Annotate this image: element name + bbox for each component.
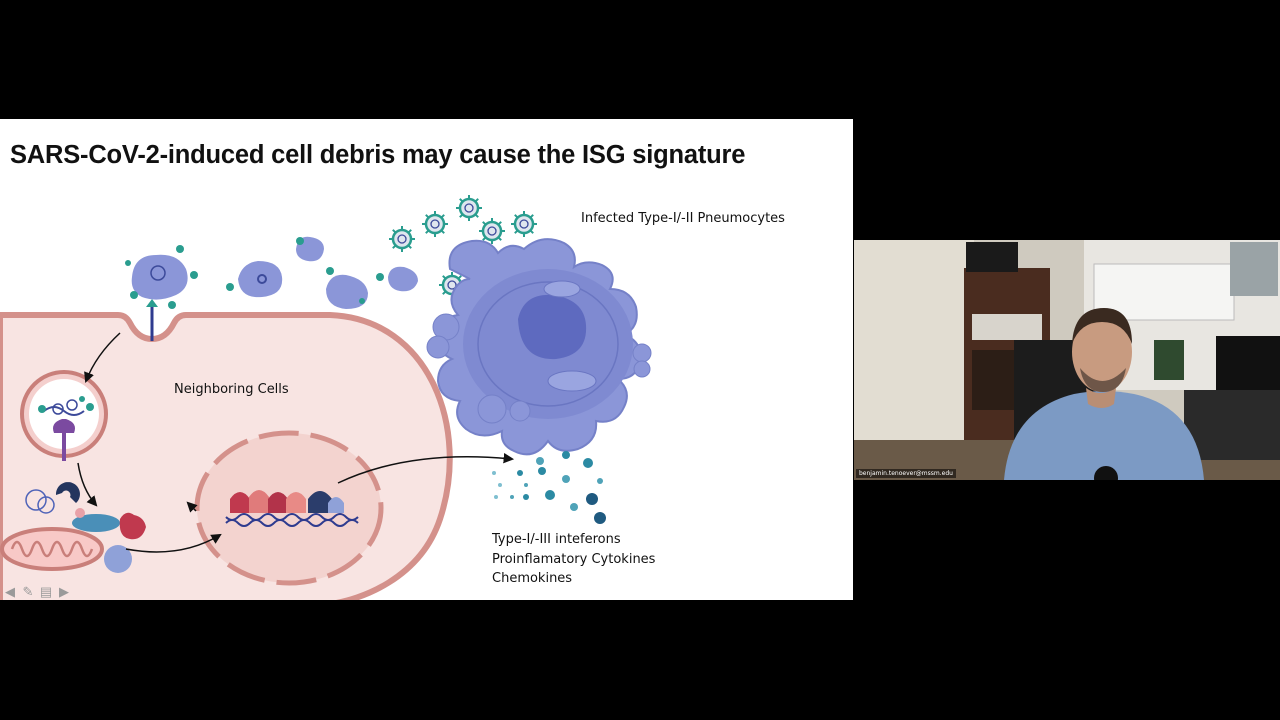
infected-cell [426, 238, 652, 456]
slide-controls: ◀ ✎ ▤ ▶ [2, 584, 72, 600]
slide-illustration [0, 193, 652, 600]
slide-title: SARS-CoV-2-induced cell debris may cause… [10, 141, 746, 169]
cell-debris [226, 236, 418, 309]
cytoplasm-components [0, 482, 146, 573]
previous-slide-icon[interactable]: ◀ [5, 584, 15, 599]
output-interferons: Type-I/-III inteferons [492, 532, 621, 547]
presentation-slide: SARS-CoV-2-induced cell debris may cause… [0, 119, 853, 600]
participant-name: benjamin.tenoever@mssm.edu [856, 469, 956, 478]
secreted-cytokines [492, 451, 606, 524]
video-frame [854, 240, 1280, 480]
membrane-receptor [125, 245, 198, 341]
label-neighboring-cells: Neighboring Cells [174, 382, 289, 397]
menu-icon[interactable]: ▤ [39, 584, 53, 599]
pen-icon[interactable]: ✎ [22, 584, 34, 599]
endosome [20, 370, 108, 461]
next-slide-icon[interactable]: ▶ [59, 584, 69, 599]
output-cytokines: Proinflamatory Cytokines [492, 551, 656, 567]
participant-video[interactable]: benjamin.tenoever@mssm.edu [854, 240, 1280, 480]
label-infected-pneumocytes: Infected Type-I/-II Pneumocytes [581, 211, 785, 226]
output-chemokines: Chemokines [492, 571, 573, 586]
secreted-factors-list: Type-I/-III inteferons Proinflamatory Cy… [492, 530, 655, 589]
pathway-arrows [77, 332, 515, 553]
dna-transcription-complex [225, 490, 359, 527]
